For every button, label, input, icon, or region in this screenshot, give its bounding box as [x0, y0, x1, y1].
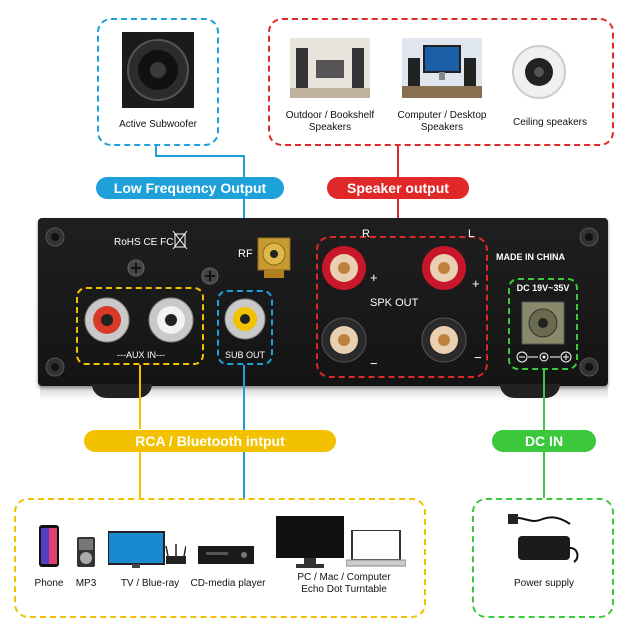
cert-marks: RoHS CE FC — [114, 237, 174, 248]
left-channel-label: L — [468, 228, 475, 240]
desktop-speakers-icon — [402, 38, 482, 98]
rf-antenna-connector[interactable] — [254, 234, 294, 282]
low-frequency-label: Low Frequency Output — [96, 177, 284, 199]
rf-label: RF — [238, 248, 253, 260]
polarity-icon — [516, 351, 572, 363]
dc-jack[interactable] — [518, 298, 568, 348]
source-caption-tv: TV / Blue-ray — [120, 578, 180, 589]
yellow-connector-line-2 — [139, 452, 141, 500]
power-supply-box — [472, 498, 614, 618]
screw-icon — [579, 227, 599, 247]
source-caption-mp3: MP3 — [75, 578, 97, 589]
screw-icon — [579, 357, 599, 377]
speaker-caption-2: Computer / Desktop Speakers — [397, 110, 487, 133]
blue-connector-line — [155, 146, 157, 156]
green-connector-line-2 — [543, 452, 545, 498]
made-in-label: MADE IN CHINA — [496, 252, 565, 262]
screw-icon — [45, 227, 65, 247]
sub-out-label: SUB OUT — [224, 350, 265, 360]
amplifier-foot-left — [92, 384, 152, 398]
computer-icon — [276, 516, 344, 568]
sub-out-box — [217, 290, 273, 365]
screw-icon — [45, 357, 65, 377]
right-channel-label: R — [362, 228, 370, 240]
input-sources-box — [14, 498, 426, 618]
binding-post-red-right[interactable] — [318, 242, 370, 294]
aux-in-box — [76, 287, 204, 365]
minus-sign-right: − — [370, 356, 378, 371]
screw-icon — [201, 267, 219, 285]
blue-connector-line-h — [155, 155, 245, 157]
speaker-out-box — [316, 236, 488, 378]
source-caption-phone: Phone — [34, 578, 64, 589]
subwoofer-icon — [122, 32, 194, 108]
plus-sign-left: + — [472, 276, 480, 291]
ceiling-speaker-icon — [512, 45, 566, 99]
speaker-output-label: Speaker output — [327, 177, 469, 199]
mp3-player-icon — [77, 537, 95, 567]
source-caption-pc: PC / Mac / Computer Echo Dot Turntable — [297, 572, 391, 595]
power-supply-caption: Power supply — [513, 578, 575, 589]
speaker-caption-1: Outdoor / Bookshelf Speakers — [285, 110, 375, 133]
cd-player-icon — [198, 546, 254, 564]
rca-jack-white[interactable] — [146, 295, 196, 345]
power-adapter-icon — [508, 514, 579, 563]
binding-post-black-left[interactable] — [418, 314, 470, 366]
dc-in-box — [508, 278, 578, 370]
amplifier-foot-right — [500, 384, 560, 398]
green-connector-line — [543, 370, 545, 430]
yellow-connector-line — [139, 365, 141, 429]
binding-post-black-right[interactable] — [318, 314, 370, 366]
screw-icon — [127, 259, 145, 277]
spk-out-label: SPK OUT — [370, 297, 419, 309]
laptop-icon — [346, 530, 406, 567]
bookshelf-speakers-icon — [290, 38, 370, 98]
aux-in-label: ---AUX IN--- — [117, 350, 165, 360]
tv-bluray-icon — [108, 531, 186, 568]
rca-bluetooth-label: RCA / Bluetooth intput — [84, 430, 336, 452]
speaker-caption-3: Ceiling speakers — [513, 117, 587, 128]
rca-jack-yellow[interactable] — [222, 296, 268, 342]
plus-sign-right: + — [370, 270, 378, 285]
source-caption-cd: CD-media player — [190, 578, 266, 589]
binding-post-red-left[interactable] — [418, 242, 470, 294]
subwoofer-box — [97, 18, 219, 146]
speakers-box — [268, 18, 614, 146]
rca-jack-red[interactable] — [82, 295, 132, 345]
dc-rating-label: DC 19V~35V — [516, 283, 570, 293]
phone-icon — [39, 525, 59, 567]
dc-in-label: DC IN — [492, 430, 596, 452]
minus-sign-left: − — [474, 350, 482, 365]
weee-bin-icon — [172, 230, 188, 250]
subwoofer-caption: Active Subwoofer — [119, 119, 197, 130]
